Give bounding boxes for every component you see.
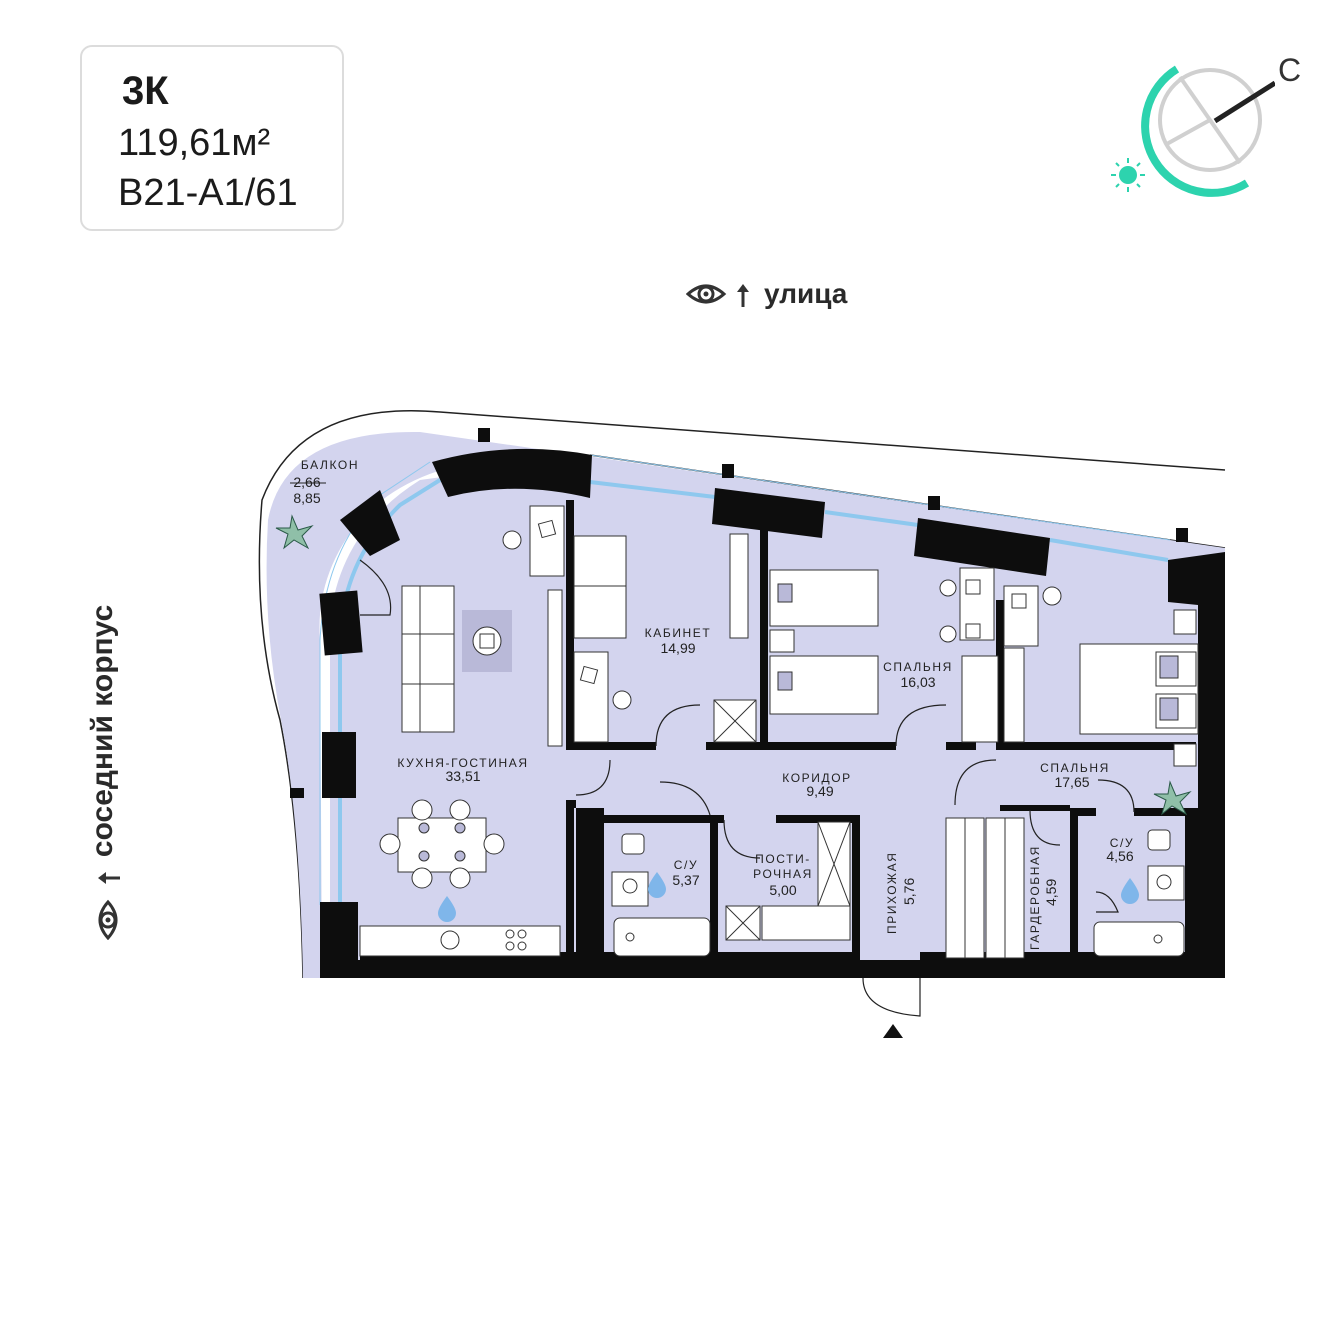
room-wardrobe-area: 4,59 [1043, 878, 1059, 906]
room-bedroom1-area: 16,03 [900, 674, 936, 690]
compass-icon [1111, 65, 1275, 197]
plant-icon [275, 514, 1192, 816]
street-view-label: улица [764, 278, 848, 309]
furniture [359, 505, 1199, 959]
room-bedroom1-name: СПАЛЬНЯ [883, 660, 953, 674]
room-laundry-area: 5,00 [769, 882, 797, 898]
room-bedroom2-name: СПАЛЬНЯ [1040, 761, 1110, 775]
walls [290, 428, 1225, 978]
room-balcony-area-b: 8,85 [293, 490, 321, 506]
side-view-indicator: соседний корпус [86, 605, 126, 941]
eye-icon [686, 284, 727, 304]
room-wardrobe-name: ГАРДЕРОБНАЯ [1028, 845, 1042, 950]
room-kitchen-name: КУХНЯ-ГОСТИНАЯ [397, 756, 529, 770]
apartment-info-card: 3К 119,61м² В21-А1/61 [80, 45, 344, 231]
building-outline [258, 410, 1226, 979]
room-bath1-area: 5,37 [672, 872, 700, 888]
room-hall-area: 5,76 [901, 877, 917, 905]
eye-icon [98, 899, 118, 941]
room-study-area: 14,99 [660, 640, 696, 656]
room-corridor-area: 9,49 [806, 783, 834, 799]
room-bath1-name: С/У [673, 858, 699, 872]
room-bedroom2-area: 17,65 [1054, 774, 1090, 790]
street-view-indicator [686, 284, 749, 307]
room-balcony-name: БАЛКОН [300, 458, 360, 472]
arrow-up-icon [737, 284, 749, 307]
arrow-up-icon [97, 871, 120, 884]
room-bath2-name: С/У [1109, 836, 1135, 850]
room-kitchen-area: 33,51 [445, 768, 481, 784]
sun-icon [1111, 158, 1145, 192]
entrance-triangle-icon [883, 1024, 903, 1038]
compass-north-label: С [1278, 52, 1302, 88]
room-laundry-name-2: РОЧНАЯ [753, 867, 813, 881]
room-bath2-area: 4,56 [1106, 848, 1134, 864]
room-study-name: КАБИНЕТ [644, 626, 712, 640]
room-laundry-name-1: ПОСТИ- [755, 852, 811, 866]
room-corridor-name: КОРИДОР [782, 771, 852, 785]
room-balcony-area-a: 2,66 [293, 474, 321, 490]
balcony-floor [266, 431, 1225, 978]
door-swings [359, 559, 1135, 1017]
apartment-type: 3К [122, 69, 169, 113]
water-drop-icon [438, 872, 1139, 922]
apartment-code: В21-А1/61 [118, 172, 298, 214]
apartment-area: 119,61м² [118, 122, 271, 164]
room-hall-name: ПРИХОЖАЯ [885, 851, 899, 934]
